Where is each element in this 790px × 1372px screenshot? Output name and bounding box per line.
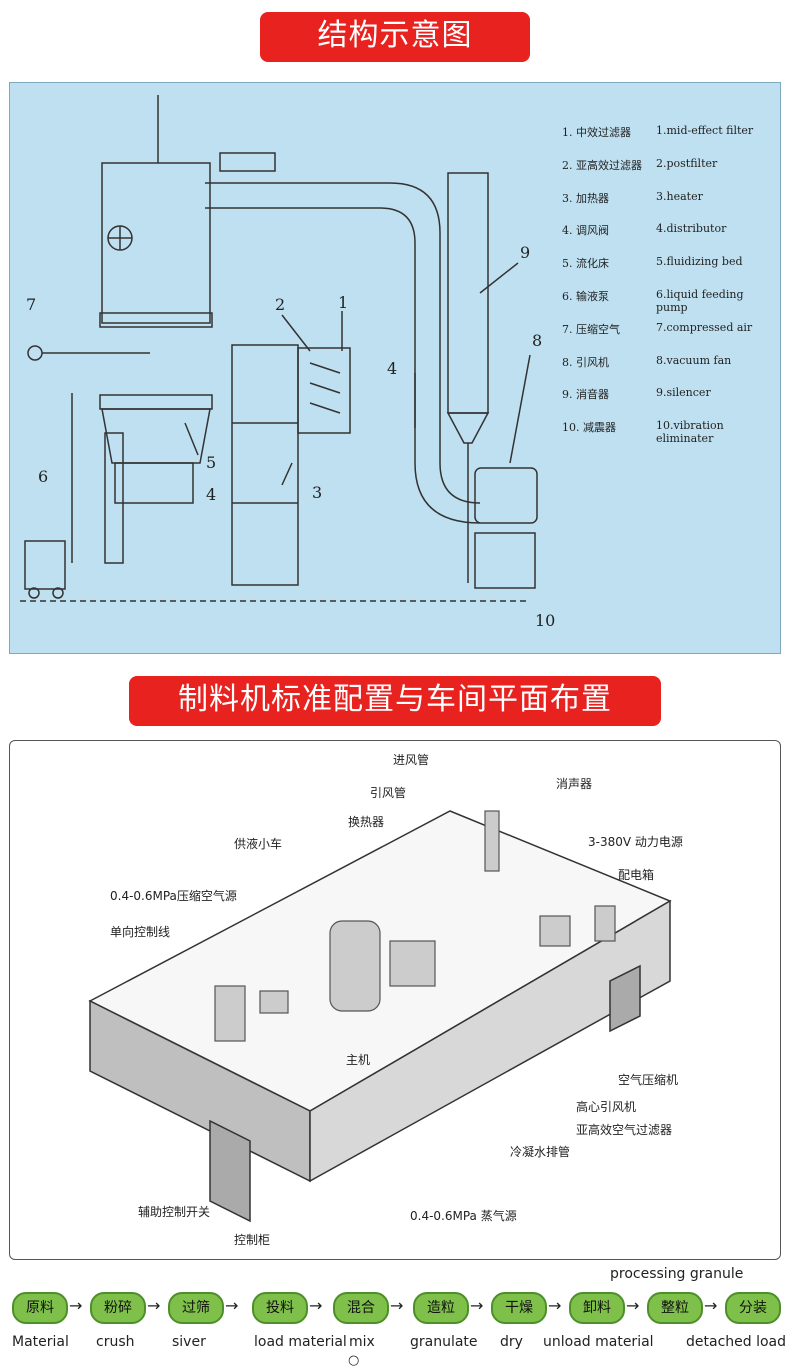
bottom-mark: ○	[348, 1353, 360, 1368]
process-step-en: unload material	[543, 1334, 654, 1350]
label-cabinet: 控制柜	[234, 1233, 271, 1247]
callout-6: 6	[38, 467, 49, 486]
flow-arrow-icon: →	[548, 1296, 562, 1315]
legend-row: 2. 亚高效过滤器 2.postfilter	[562, 157, 778, 190]
legend-row: 7. 压缩空气 7.compressed air	[562, 321, 778, 354]
legend-row: 4. 调风阀 4.distributor	[562, 222, 778, 255]
process-step-en: dry	[500, 1334, 523, 1350]
workshop-layout-panel: 进风管 引风管 消声器 换热器 供液小车 3-380V 动力电源 配电箱 0.4…	[9, 740, 781, 1260]
flow-arrow-icon: →	[69, 1296, 83, 1315]
legend-cn: 5. 流化床	[562, 257, 609, 271]
process-top-label: processing granule	[610, 1266, 744, 1282]
flow-arrow-icon: →	[147, 1296, 161, 1315]
callout-3: 3	[312, 483, 323, 502]
label-dist-box: 配电箱	[618, 868, 655, 882]
legend-en: 2.postfilter	[656, 156, 718, 170]
label-centrifugal-fan: 高心引风机	[576, 1100, 637, 1114]
flow-arrow-icon: →	[626, 1296, 640, 1315]
process-step-en: detached load	[686, 1334, 787, 1350]
process-step: 卸料	[569, 1292, 625, 1324]
flow-arrow-icon: →	[225, 1296, 239, 1315]
legend-cn: 8. 引风机	[562, 355, 609, 369]
label-aux-switch: 辅助控制开关	[138, 1205, 211, 1219]
callout-9: 9	[520, 243, 531, 262]
legend-row: 3. 加热器 3.heater	[562, 190, 778, 223]
legend-en: 3.heater	[656, 189, 703, 203]
structure-diagram-panel: 2 1 3 4 4 5 6 7 8 9 10	[9, 82, 781, 654]
process-step-en: load material	[254, 1334, 347, 1350]
label-heat-exchanger: 换热器	[348, 815, 385, 829]
legend-row: 1. 中效过滤器 1.mid-effect filter	[562, 124, 778, 157]
process-step: 整粒	[647, 1292, 703, 1324]
legend-en: 8.vacuum fan	[656, 353, 732, 367]
callout-2: 2	[275, 295, 286, 314]
label-control-line: 单向控制线	[110, 925, 171, 939]
flow-arrow-icon: →	[704, 1296, 718, 1315]
section-title-structure: 结构示意图	[260, 12, 530, 62]
callout-4b: 4	[206, 485, 217, 504]
legend-cn: 3. 加热器	[562, 191, 609, 205]
process-step: 原料	[12, 1292, 68, 1324]
section-title-layout: 制料机标准配置与车间平面布置	[129, 676, 661, 726]
legend: 1. 中效过滤器 1.mid-effect filter 2. 亚高效过滤器 2.po…	[562, 124, 778, 452]
label-inlet-pipe: 进风管	[393, 753, 430, 767]
legend-cn: 7. 压缩空气	[562, 322, 620, 336]
callout-10: 10	[535, 611, 556, 630]
workshop-drawing	[88, 810, 672, 1223]
legend-cn: 6. 输液泵	[562, 289, 609, 303]
legend-cn: 10. 减震器	[562, 421, 616, 435]
legend-row: 8. 引风机 8.vacuum fan	[562, 354, 778, 387]
legend-en: 9.silencer	[656, 386, 711, 400]
legend-en: 10.vibration eliminater	[656, 419, 724, 446]
process-step: 干燥	[491, 1292, 547, 1324]
process-step-en: granulate	[410, 1334, 478, 1350]
callout-7: 7	[26, 295, 37, 314]
legend-cn: 2. 亚高效过滤器	[562, 158, 642, 172]
legend-en: 1.mid-effect filter	[656, 124, 754, 137]
label-condensate: 冷凝水排管	[510, 1145, 571, 1159]
process-step: 粉碎	[90, 1292, 146, 1324]
label-main-unit: 主机	[346, 1053, 371, 1067]
label-steam: 0.4-0.6MPa 蒸气源	[410, 1209, 517, 1223]
legend-row: 6. 输液泵 6.liquid feeding pump	[562, 288, 778, 321]
label-sub-filter: 亚高效空气过滤器	[576, 1123, 673, 1137]
legend-cn: 4. 调风阀	[562, 224, 609, 238]
process-step-en: Material	[12, 1334, 69, 1350]
process-step: 混合	[333, 1292, 389, 1324]
callout-4a: 4	[387, 359, 398, 378]
legend-row: 9. 消音器 9.silencer	[562, 386, 778, 419]
label-feed-cart: 供液小车	[234, 837, 283, 851]
label-air-compressor: 空气压缩机	[618, 1073, 679, 1087]
legend-row: 10. 减震器 10.vibration eliminater	[562, 419, 778, 452]
legend-en: 7.compressed air	[656, 320, 753, 334]
label-compressed-air: 0.4-0.6MPa压缩空气源	[110, 889, 237, 903]
callout-5: 5	[206, 453, 217, 472]
legend-en: 5.fluidizing bed	[656, 255, 743, 269]
legend-en: 6.liquid feeding pump	[656, 287, 744, 314]
callout-8: 8	[532, 331, 543, 350]
process-step-en: mix	[349, 1334, 375, 1350]
legend-cn: 1. 中效过滤器	[562, 126, 631, 139]
process-step-en: siver	[172, 1334, 206, 1350]
callout-1: 1	[338, 293, 349, 312]
legend-en: 4.distributor	[656, 222, 727, 236]
process-step: 投料	[252, 1292, 308, 1324]
process-step: 过筛	[168, 1292, 224, 1324]
process-step: 分装	[725, 1292, 781, 1324]
legend-row: 5. 流化床 5.fluidizing bed	[562, 255, 778, 288]
flow-arrow-icon: →	[309, 1296, 323, 1315]
flow-arrow-icon: →	[390, 1296, 404, 1315]
label-power: 3-380V 动力电源	[588, 835, 683, 849]
structure-drawing	[20, 95, 538, 602]
label-exhaust-pipe: 引风管	[370, 786, 407, 800]
label-silencer: 消声器	[556, 777, 593, 791]
flow-arrow-icon: →	[470, 1296, 484, 1315]
legend-cn: 9. 消音器	[562, 388, 609, 402]
process-step-en: crush	[96, 1334, 135, 1350]
process-step: 造粒	[413, 1292, 469, 1324]
